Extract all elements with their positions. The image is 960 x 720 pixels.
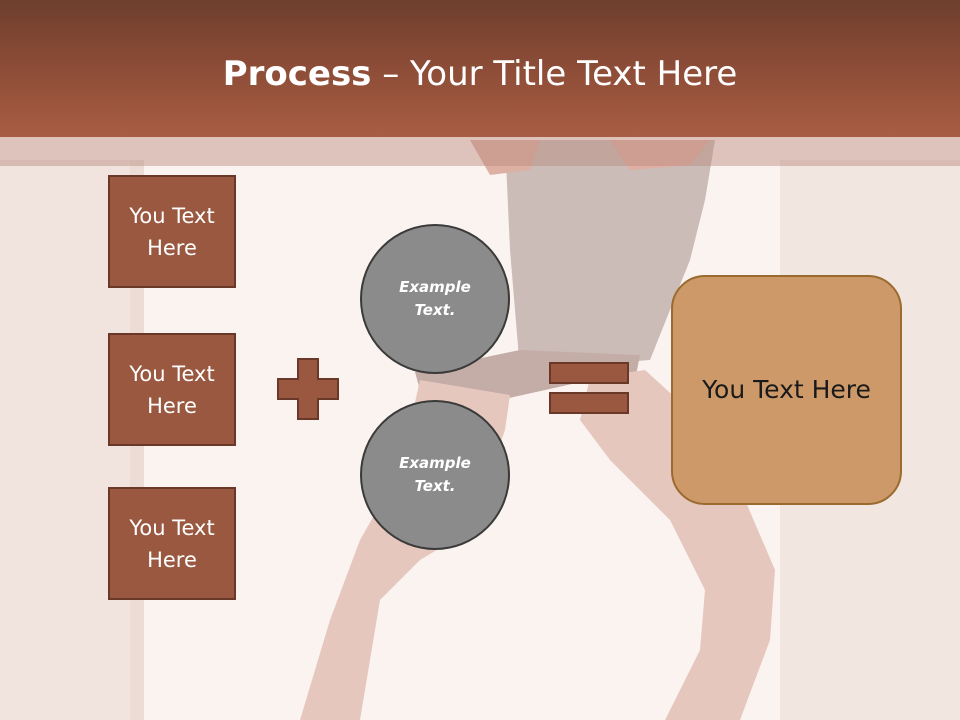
header-band xyxy=(0,0,960,137)
left-text-box-1[interactable]: You Text Here xyxy=(108,175,236,288)
example-circle-2[interactable]: Example Text. xyxy=(360,400,510,550)
header-strip xyxy=(0,137,960,166)
plus-icon xyxy=(277,358,339,420)
title-rest: – Your Title Text Here xyxy=(371,54,738,94)
result-box[interactable]: You Text Here xyxy=(671,275,902,505)
title-bold: Process xyxy=(222,54,372,94)
left-text-box-3[interactable]: You Text Here xyxy=(108,487,236,600)
left-text-box-2[interactable]: You Text Here xyxy=(108,333,236,446)
slide-title: Process – Your Title Text Here xyxy=(0,52,960,96)
equals-icon xyxy=(549,362,629,414)
example-circle-1[interactable]: Example Text. xyxy=(360,224,510,374)
